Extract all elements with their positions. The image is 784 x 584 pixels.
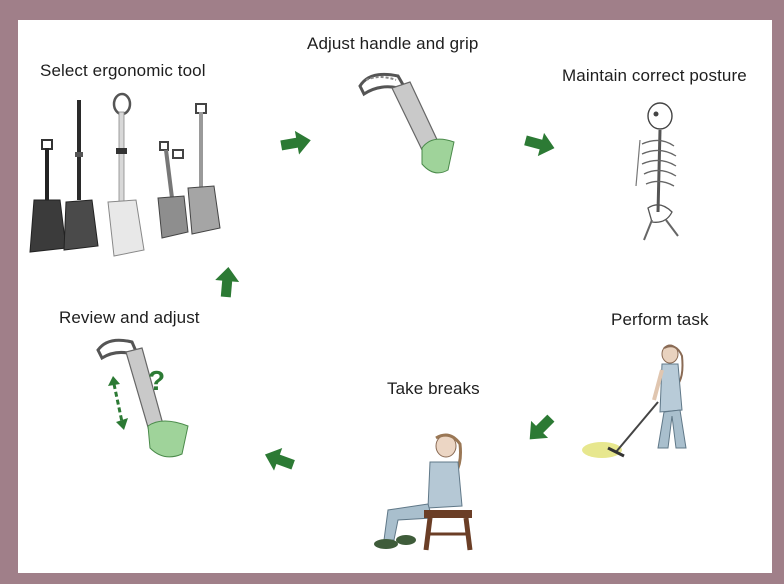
arrow-perform-to-breaks-icon — [521, 410, 559, 448]
arrow-review-to-select-icon — [214, 266, 241, 298]
arrow-select-to-adjust-icon — [279, 128, 313, 157]
arrow-breaks-to-review-icon — [261, 443, 297, 476]
arrow-adjust-to-posture-icon — [522, 129, 557, 160]
